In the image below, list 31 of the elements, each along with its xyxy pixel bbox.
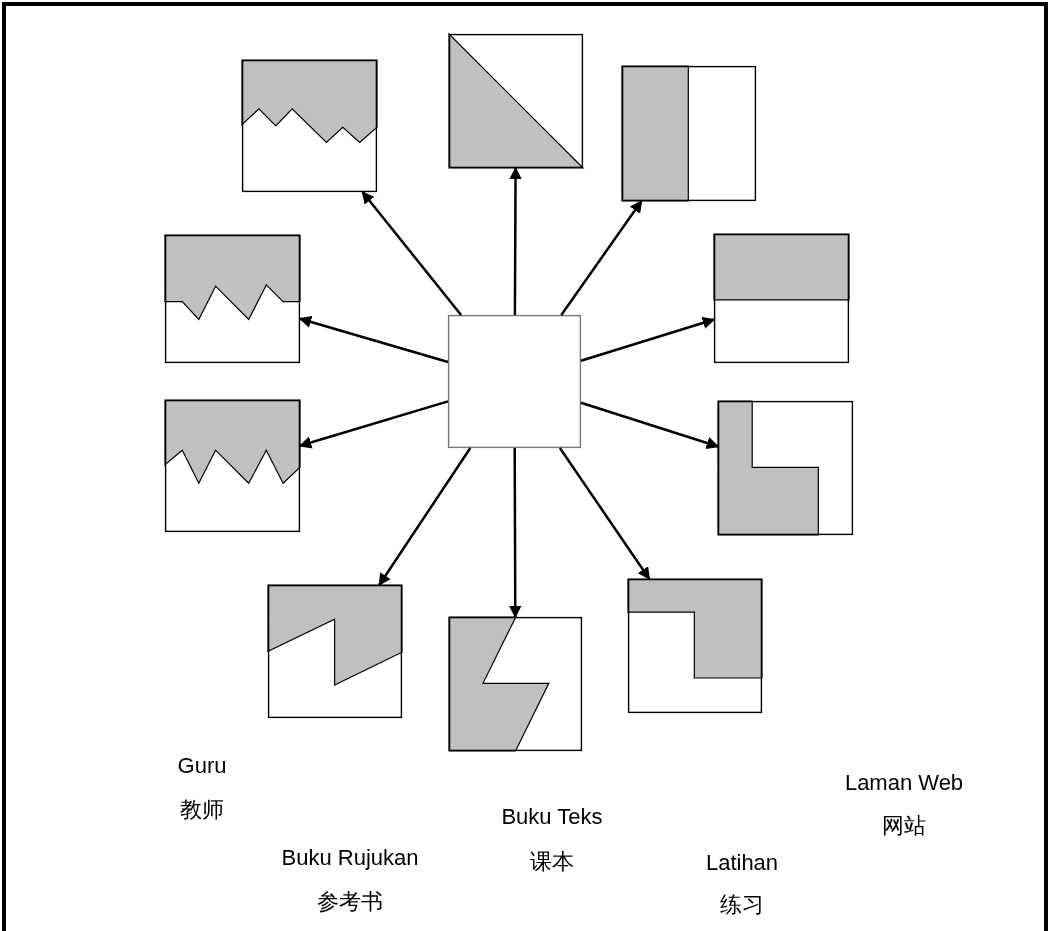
arrow [298,315,449,364]
caption-text: Guru [177,753,227,779]
shaded-pattern-box [268,585,402,718]
shaded-pattern-box [165,235,300,363]
caption-text: Buku Teks [501,804,603,830]
shaded-pattern-box [242,60,377,192]
shaded-pattern-box [718,401,853,535]
shaded-pattern-box [165,400,300,532]
arrow [558,447,651,581]
arrow [580,401,720,450]
caption-text: 网站 [882,813,926,839]
caption-text: 练习 [720,892,764,918]
arrow [580,316,716,362]
empty-box [448,315,581,448]
caption-text: Laman Web [844,770,964,796]
arrow [560,200,643,316]
arrow [509,166,522,315]
arrow [298,400,449,449]
shaded-pattern-box [622,66,756,201]
arrow [361,191,463,316]
shaded-pattern-box [628,579,762,713]
caption-text: Buku Rujukan [281,845,419,871]
caption-text: Latihan [705,850,779,876]
caption-text: 课本 [530,849,574,875]
arrow [509,448,522,619]
shaded-pattern-box [714,234,849,363]
shaded-pattern-box [449,34,583,168]
caption-text: 教师 [180,797,224,823]
shaded-pattern-box [449,617,582,751]
arrow [378,447,472,587]
caption-text: 参考书 [317,889,383,915]
